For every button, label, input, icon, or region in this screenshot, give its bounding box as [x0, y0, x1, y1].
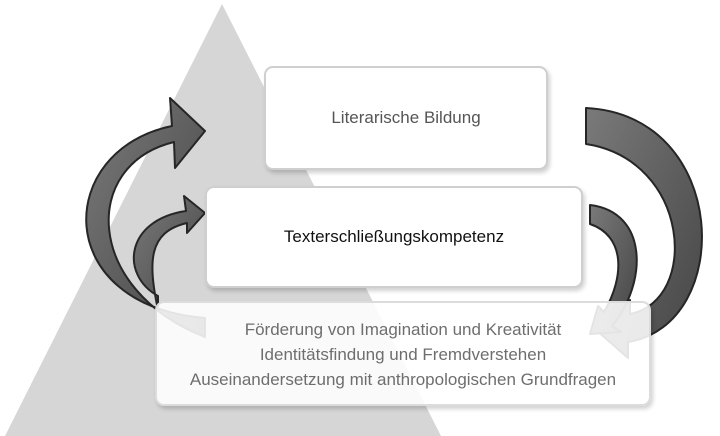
goals-box: Förderung von Imagination und Kreativitä… [155, 301, 651, 406]
goal-line-identity: Identitätsfindung und Fremdverstehen [259, 345, 547, 364]
text-comprehension-box: Texterschließungskompetenz [205, 186, 583, 288]
outer-left-arrow [85, 97, 206, 338]
literary-education-box: Literarische Bildung [264, 66, 548, 170]
text-comprehension-label: Texterschließungskompetenz [283, 227, 505, 246]
inner-left-arrow [132, 195, 206, 311]
literary-education-label: Literarische Bildung [331, 108, 481, 127]
goal-line-anthropology: Auseinandersetzung mit anthropologischen… [189, 370, 617, 389]
goal-line-imagination: Förderung von Imagination und Kreativitä… [244, 320, 562, 339]
